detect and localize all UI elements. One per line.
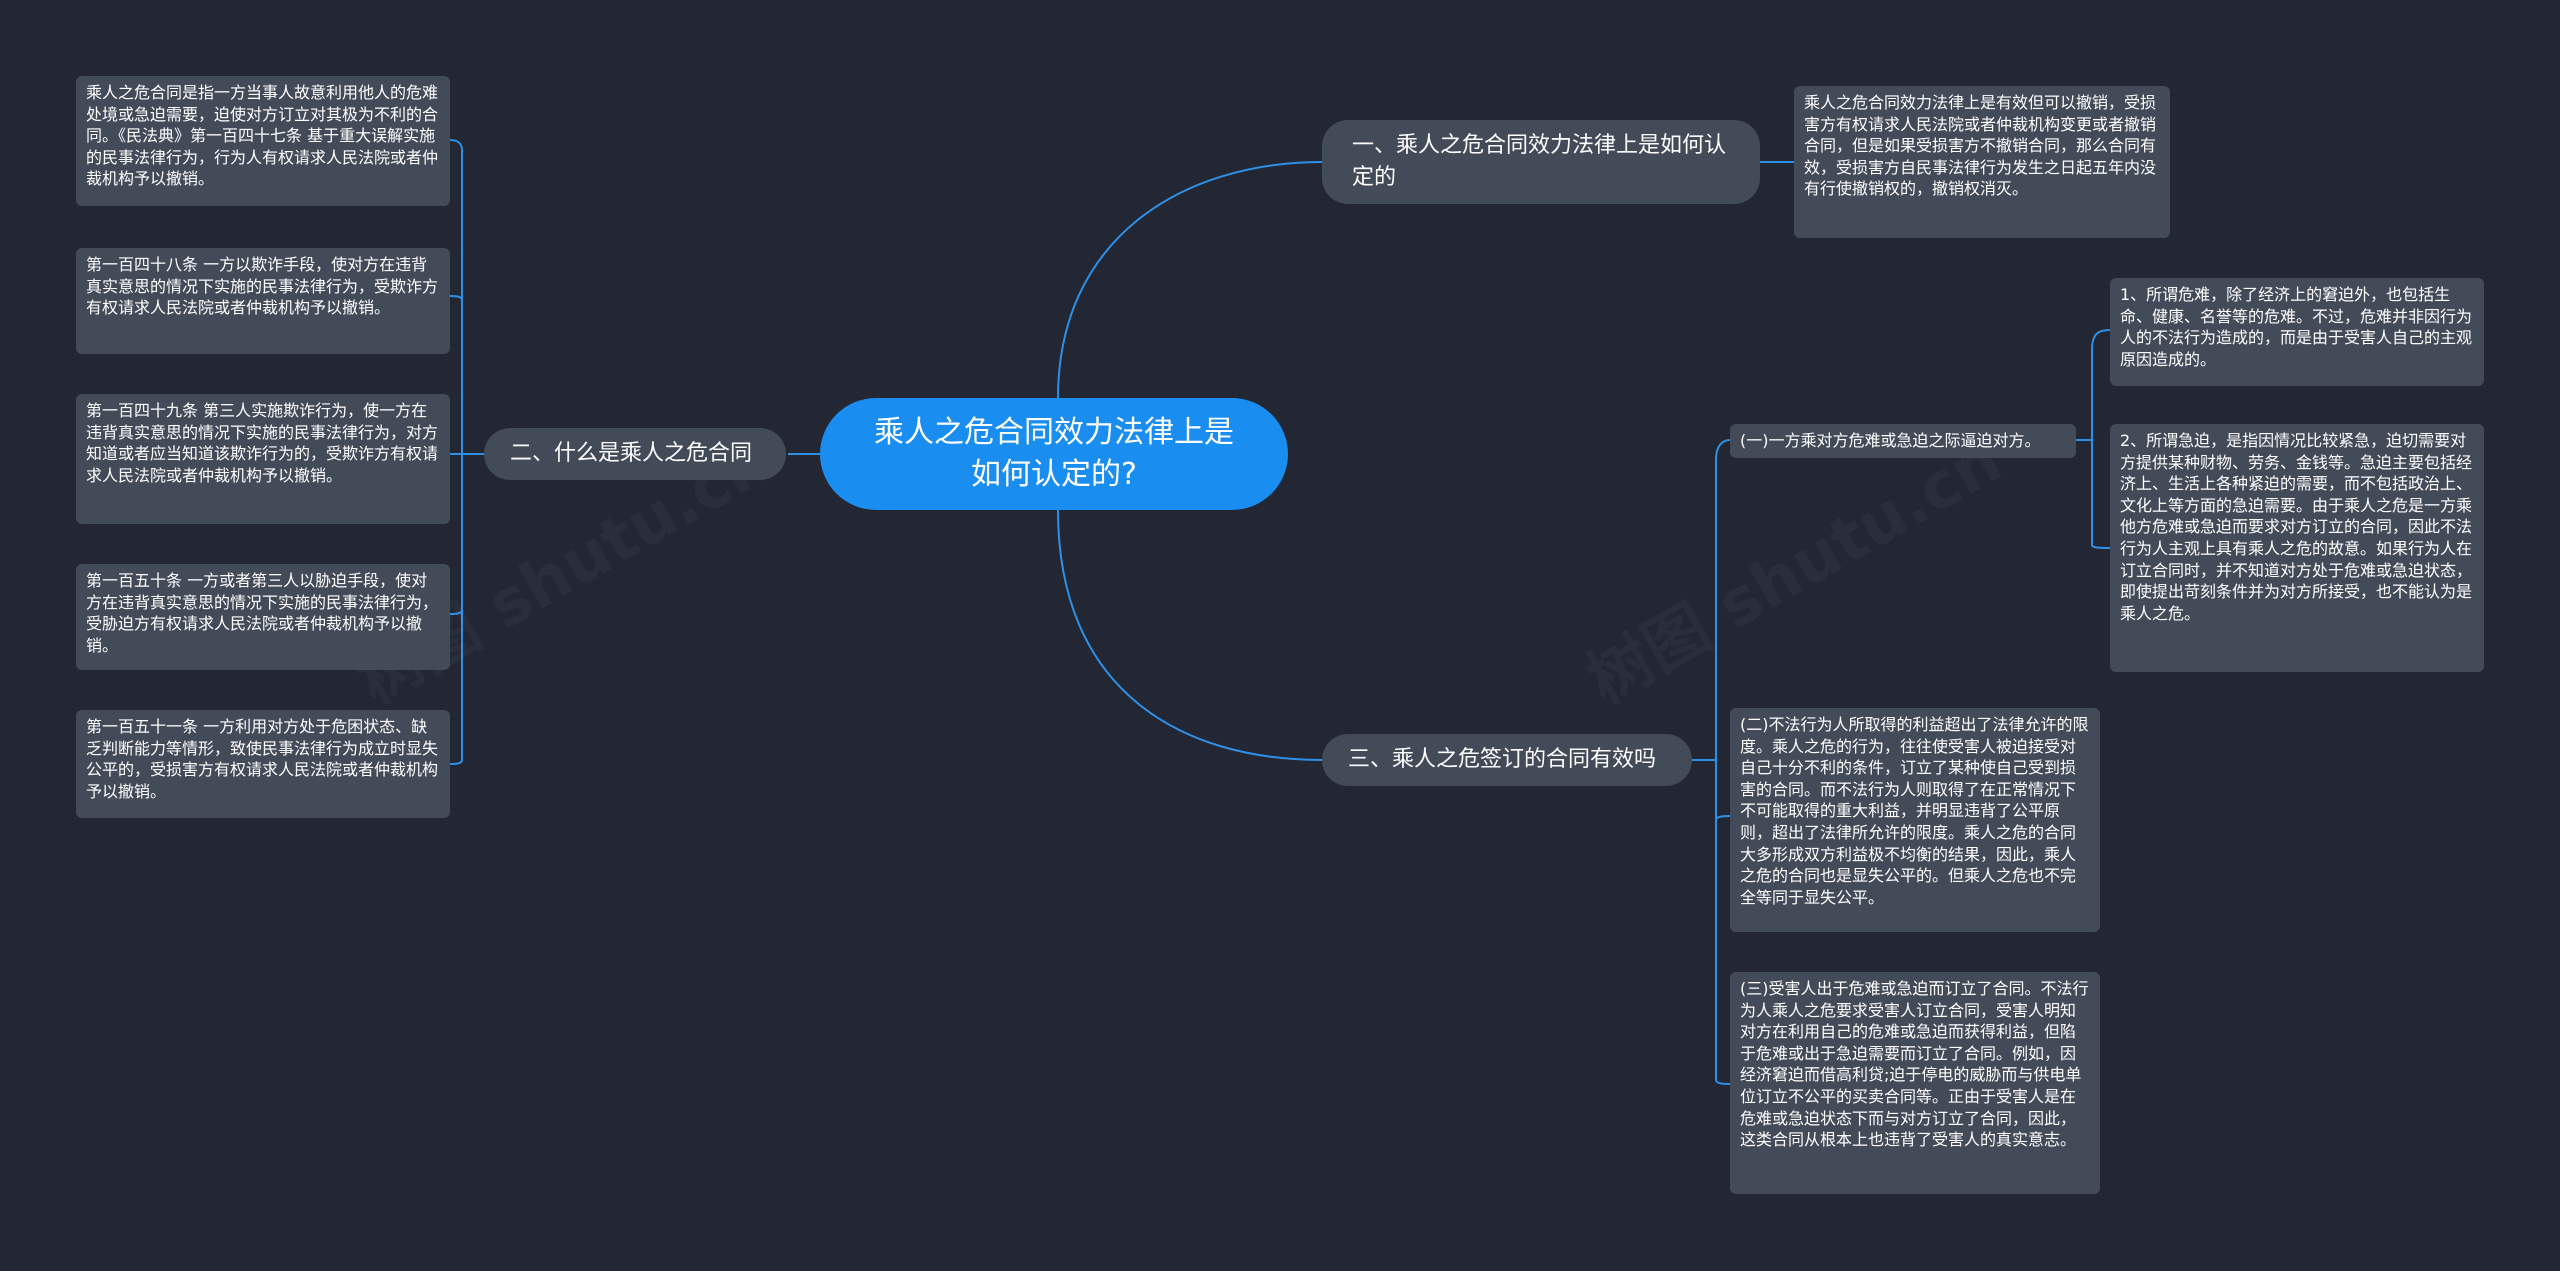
root-topic[interactable]: 乘人之危合同效力法律上是如何认定的? bbox=[820, 398, 1288, 510]
leaf-excess-benefit[interactable]: (二)不法行为人所取得的利益超出了法律允许的限度。乘人之危的行为，往往使受害人被… bbox=[1730, 708, 2100, 932]
link-sub1-children bbox=[2076, 350, 2093, 545]
leaf-urgency-definition[interactable]: 2、所谓急迫，是指因情况比较紧急，迫切需要对方提供某种财物、劳务、金钱等。急迫主… bbox=[2110, 424, 2484, 672]
leaf-danger-definition[interactable]: 1、所谓危难，除了经济上的窘迫外，也包括生命、健康、名誉等的危难。不过，危难并非… bbox=[2110, 278, 2484, 386]
sub-topic-urgency[interactable]: (一)一方乘对方危难或急迫之际逼迫对方。 bbox=[1730, 424, 2076, 458]
root-topic-label: 乘人之危合同效力法律上是如何认定的? bbox=[874, 415, 1234, 492]
branch-definition[interactable]: 二、什么是乘人之危合同 bbox=[484, 428, 786, 480]
branch-label: 一、乘人之危合同效力法律上是如何认定的 bbox=[1352, 133, 1727, 190]
link-root-b1 bbox=[1057, 161, 1323, 399]
branch-label: 三、乘人之危签订的合同有效吗 bbox=[1348, 747, 1657, 772]
leaf-definition[interactable]: 乘人之危合同是指一方当事人故意利用他人的危难处境或急迫需要，迫使对方订立对其极为… bbox=[76, 76, 450, 206]
leaf-victim-consent[interactable]: (三)受害人出于危难或急迫而订立了合同。不法行为人乘人之危要求受害人订立合同，受… bbox=[1730, 972, 2100, 1194]
leaf-article-151[interactable]: 第一百五十一条 一方利用对方处于危困状态、缺乏判断能力等情形，致使民事法律行为成… bbox=[76, 710, 450, 818]
leaf-article-150[interactable]: 第一百五十条 一方或者第三人以胁迫手段，使对方在违背真实意思的情况下实施的民事法… bbox=[76, 564, 450, 670]
branch-legal-validity[interactable]: 一、乘人之危合同效力法律上是如何认定的 bbox=[1322, 120, 1760, 204]
branch-contract-valid[interactable]: 三、乘人之危签订的合同有效吗 bbox=[1322, 734, 1692, 786]
link-b3-children bbox=[1692, 460, 1717, 1080]
branch-label: 二、什么是乘人之危合同 bbox=[510, 441, 753, 466]
leaf-article-149[interactable]: 第一百四十九条 第三人实施欺诈行为，使一方在违背真实意思的情况下实施的民事法律行… bbox=[76, 394, 450, 524]
link-root-b3 bbox=[1057, 509, 1323, 761]
leaf-article-148[interactable]: 第一百四十八条 一方以欺诈手段，使对方在违背真实意思的情况下实施的民事法律行为，… bbox=[76, 248, 450, 354]
leaf-validity-answer[interactable]: 乘人之危合同效力法律上是有效但可以撤销，受损害方有权请求人民法院或者仲裁机构变更… bbox=[1794, 86, 2170, 238]
